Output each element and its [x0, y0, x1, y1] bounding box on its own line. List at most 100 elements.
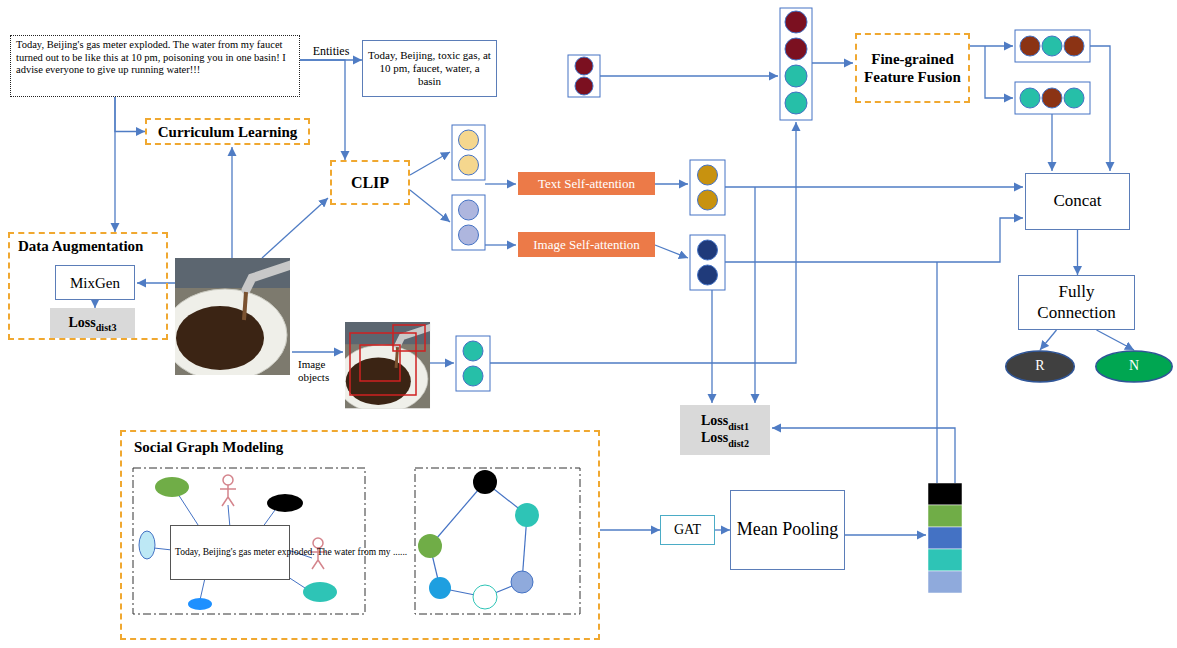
vector-cell	[1020, 88, 1040, 108]
node-text: Today, Beijing's gas meter exploded. The…	[175, 547, 407, 558]
vector-cell	[928, 571, 962, 593]
loss-grid: Lossdist3	[69, 315, 117, 332]
panel-frame	[415, 468, 580, 614]
node-text: Loss	[701, 430, 728, 447]
vector-frame	[780, 8, 812, 120]
user-figure	[220, 475, 236, 506]
photo-copy	[336, 322, 437, 413]
post-photo	[175, 258, 290, 375]
vector-cell	[463, 366, 483, 386]
process-box: Fine-grained Feature Fusion	[855, 33, 970, 103]
vector-frame	[1015, 30, 1090, 62]
graph-node	[515, 503, 539, 527]
vector-cell	[1020, 36, 1040, 56]
vector-cell	[1042, 36, 1062, 56]
process-box: Mean Pooling	[730, 490, 845, 570]
flow-arrow	[231, 147, 232, 258]
social-vector	[928, 483, 962, 593]
vector-cell	[698, 240, 718, 260]
graph-node	[429, 577, 451, 599]
process-box: Today, Beijing's gas meter exploded. The…	[10, 35, 300, 97]
flow-arrow	[292, 351, 343, 352]
flow-connector	[715, 529, 730, 530]
node-text: Curriculum Learning	[158, 123, 298, 141]
process-box: Image Self-attention	[518, 232, 655, 257]
panel-frame	[133, 468, 365, 614]
node-text: Fully Connection	[1023, 282, 1130, 323]
vector-cell	[785, 92, 807, 114]
flow-arrow	[430, 362, 454, 363]
vector-cell	[1064, 36, 1084, 56]
process-box: Social Graph ModelingToday, Beijing's ga…	[120, 430, 600, 640]
vector-cell	[459, 200, 479, 220]
comment-bubble	[155, 477, 189, 497]
vector-cell	[698, 165, 718, 185]
node-text: Data Augmentation	[18, 237, 143, 255]
object-photo	[336, 322, 437, 413]
flow-arrow	[1051, 114, 1052, 171]
vector-cell	[459, 155, 479, 175]
vector-cell	[463, 341, 483, 361]
process-box: Text Self-attention	[518, 172, 655, 195]
node-text: CLIP	[351, 173, 389, 192]
class-ellipse: N	[1095, 350, 1173, 383]
vector-frame	[568, 55, 600, 97]
vector-cell	[928, 549, 962, 571]
annotation-label: Image objects	[296, 358, 352, 383]
flow-arrows	[137, 46, 1110, 535]
flow-arrow	[711, 290, 712, 403]
process-box: MixGen	[55, 265, 135, 300]
vector-frame	[690, 160, 725, 215]
process-box: Fully Connection	[1018, 275, 1135, 330]
flow-connector	[1077, 230, 1078, 275]
vector-cell	[928, 527, 962, 549]
node-text: Social Graph Modeling	[134, 438, 283, 456]
flow-arrow	[985, 46, 1013, 98]
process-box: Lossdist1Lossdist2	[680, 405, 770, 455]
node-text: Loss	[701, 413, 728, 430]
ellipse-shape	[1096, 351, 1172, 382]
flow-connector	[1097, 330, 1135, 350]
process-box: CLIP	[330, 160, 410, 205]
vector-frame	[452, 125, 485, 180]
node-text: Today, Beijing, toxic gas, at 10 pm, fau…	[367, 49, 492, 89]
process-box: Today, Beijing's gas meter exploded. The…	[170, 525, 290, 580]
flow-connector	[600, 529, 660, 530]
flow-line	[936, 262, 937, 483]
basin	[175, 289, 287, 375]
vector-cell	[1064, 88, 1084, 108]
flow-arrow	[485, 183, 516, 184]
vector-cell	[459, 225, 479, 245]
graph-node	[511, 571, 533, 593]
vector-cell	[575, 77, 593, 95]
node-text: Text Self-attention	[538, 176, 635, 192]
dark-water	[176, 306, 264, 370]
edge-label: Entities	[311, 45, 352, 59]
flow-arrow	[845, 534, 926, 535]
flow-arrow	[137, 282, 175, 283]
flow-arrow	[1090, 46, 1110, 171]
flow-arrow	[490, 122, 796, 363]
node-text: N	[1129, 358, 1139, 375]
link-line	[200, 578, 205, 600]
flow-arrow	[772, 428, 955, 483]
class-ellipse: R	[1005, 350, 1075, 383]
vector-frame	[690, 235, 725, 290]
comment-bubble	[139, 531, 155, 559]
process-box: Lossdist3	[50, 308, 135, 338]
flow-connector	[300, 60, 345, 160]
graph-node	[418, 534, 442, 558]
comment-bubble	[303, 582, 337, 602]
flow-arrow	[410, 152, 450, 175]
vector-frame	[452, 195, 485, 250]
node-text: Fine-grained Feature Fusion	[861, 50, 964, 86]
node-text: GAT	[674, 522, 701, 539]
flow-arrow	[485, 244, 516, 245]
link-line	[178, 494, 200, 528]
graph-node	[473, 585, 497, 609]
vector-cell	[1042, 88, 1062, 108]
graph-edge	[430, 482, 485, 546]
vector-frame	[456, 336, 490, 391]
node-text: Mean Pooling	[737, 519, 839, 541]
